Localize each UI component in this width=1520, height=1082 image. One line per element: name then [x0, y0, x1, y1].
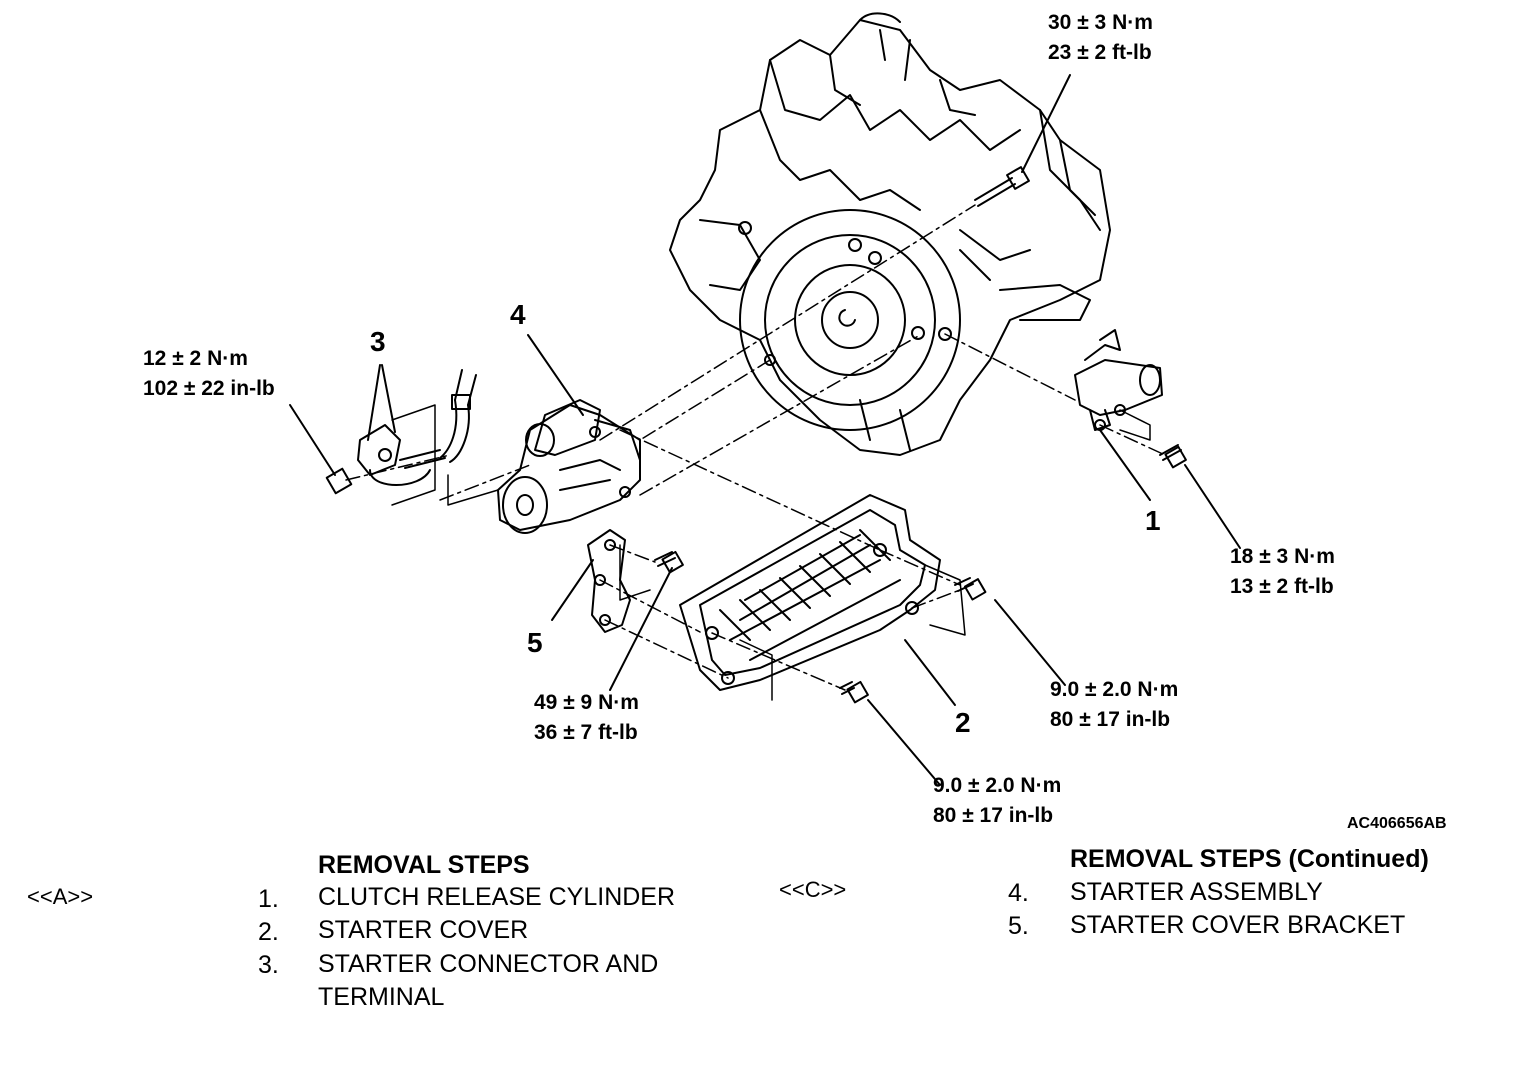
starter-assembly: [497, 399, 641, 534]
step-number: 3.: [258, 951, 279, 979]
transaxle-housing: [669, 12, 1111, 456]
transaxle-bolt: [974, 166, 1030, 207]
step-number: 2.: [258, 918, 279, 946]
torque-imperial: 80 ± 17 in-lb: [933, 804, 1054, 827]
callout-2: 2: [955, 707, 971, 738]
leader-lines: [289, 74, 1241, 786]
torque-metric: 9.0 ± 2.0 N·m: [1050, 678, 1179, 701]
torque-imperial: 36 ± 7 ft-lb: [534, 721, 638, 744]
torque-spec-clutch-cylinder-bolt: 18 ± 3 N·m 13 ± 2 ft-lb: [1230, 542, 1335, 602]
removal-steps-title: REMOVAL STEPS: [318, 851, 530, 879]
torque-metric: 12 ± 2 N·m: [143, 347, 248, 370]
callout-3: 3: [370, 326, 386, 357]
torque-spec-cover-bolt-upper: 9.0 ± 2.0 N·m 80 ± 17 in-lb: [1050, 675, 1178, 735]
torque-spec-transaxle-bolt: 30 ± 3 N·m 23 ± 2 ft-lb: [1048, 8, 1153, 68]
step-number: 4.: [1008, 879, 1029, 907]
alignment-lines: [345, 204, 1166, 691]
torque-metric: 49 ± 9 N·m: [534, 691, 639, 714]
step-text: STARTER CONNECTOR AND: [318, 950, 659, 978]
step-text-continued: TERMINAL: [318, 983, 445, 1011]
torque-spec-bracket-bolt: 49 ± 9 N·m 36 ± 7 ft-lb: [534, 688, 639, 748]
torque-spec-terminal-nut: 12 ± 2 N·m 102 ± 22 in-lb: [143, 344, 275, 404]
step-text: STARTER ASSEMBLY: [1070, 878, 1323, 906]
torque-imperial: 80 ± 17 in-lb: [1050, 708, 1171, 731]
starter-connector-terminal: [325, 369, 477, 495]
torque-metric: 9.0 ± 2.0 N·m: [933, 774, 1062, 797]
callout-4: 4: [510, 299, 526, 330]
cover-bolts: [839, 577, 987, 704]
clutch-release-cylinder: [1074, 329, 1187, 469]
figure-id: AC406656AB: [1347, 815, 1447, 832]
removal-steps-continued-title: REMOVAL STEPS (Continued): [1070, 845, 1429, 873]
starter-cover: [679, 494, 941, 691]
procedure-note-a: <<A>>: [27, 884, 94, 909]
step-number: 5.: [1008, 912, 1029, 940]
starter-cover-bracket: [587, 529, 684, 633]
torque-metric: 18 ± 3 N·m: [1230, 545, 1335, 568]
step-text: STARTER COVER: [318, 916, 529, 944]
callout-1: 1: [1145, 505, 1161, 536]
torque-metric: 30 ± 3 N·m: [1048, 11, 1153, 34]
reference-frames: [391, 404, 1151, 701]
torque-spec-cover-bolt-lower: 9.0 ± 2.0 N·m 80 ± 17 in-lb: [933, 771, 1061, 831]
procedure-note-c: <<C>>: [779, 877, 847, 902]
torque-imperial: 102 ± 22 in-lb: [143, 377, 275, 400]
torque-imperial: 13 ± 2 ft-lb: [1230, 575, 1334, 598]
step-text: CLUTCH RELEASE CYLINDER: [318, 883, 676, 911]
step-number: 1.: [258, 885, 279, 913]
torque-imperial: 23 ± 2 ft-lb: [1048, 41, 1152, 64]
callout-5: 5: [527, 627, 543, 658]
step-text: STARTER COVER BRACKET: [1070, 911, 1406, 939]
